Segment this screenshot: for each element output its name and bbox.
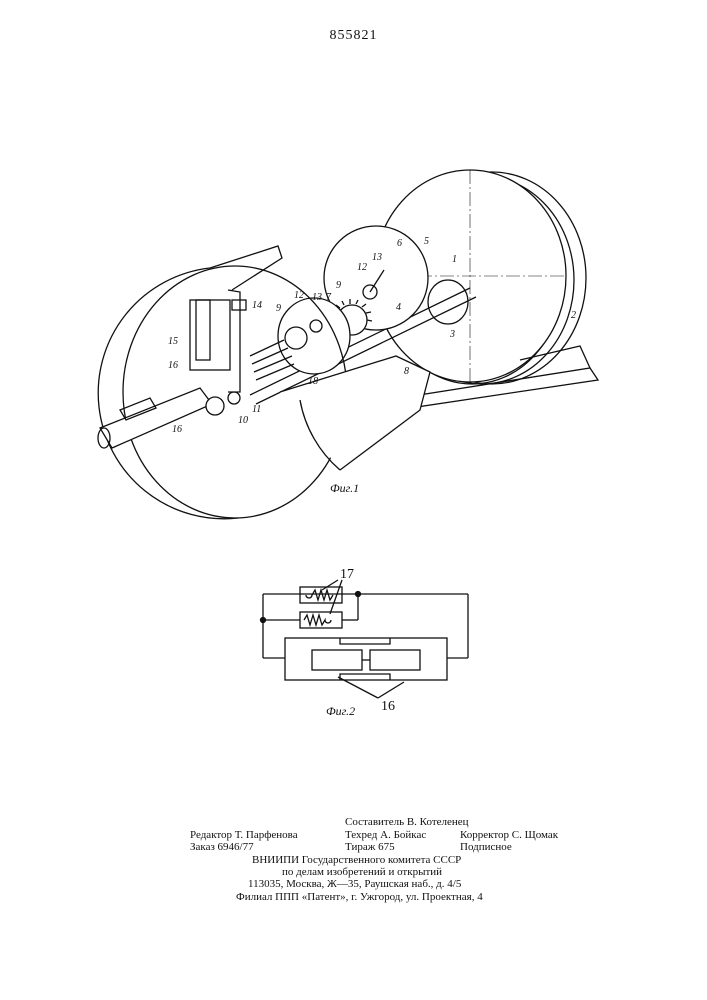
- part-label-11: 11: [252, 404, 261, 415]
- part-label-13b: 13: [372, 252, 382, 263]
- footer-order: Заказ 6946/77: [190, 841, 254, 854]
- hopper-top: [210, 246, 282, 290]
- part-label-16b: 16: [172, 424, 182, 435]
- footer-address: 113035, Москва, Ж—35, Раушская наб., д. …: [248, 878, 461, 891]
- footer-compiler: Составитель В. Котеленец: [345, 816, 469, 829]
- footer-subscription: Подписное: [460, 841, 512, 854]
- part-label-8: 8: [404, 366, 409, 377]
- footer-circulation: Тираж 675: [345, 841, 395, 854]
- part-label-14: 14: [252, 300, 262, 311]
- tool-arm-16: [100, 388, 212, 448]
- figure-2-label-16: 16: [381, 699, 395, 714]
- part-label-13a: 13: [312, 292, 322, 303]
- figure-2-caption: Фиг.2: [326, 704, 355, 718]
- figure-1-drawing: 1 2 3 4 5 6 7 8 9 9 10 11 12 12 13 13 14…: [0, 0, 707, 530]
- part-label-9a: 9: [276, 303, 281, 314]
- part-label-16a: 16: [168, 360, 178, 371]
- part-label-12b: 12: [357, 262, 367, 273]
- part-label-18: 18: [308, 376, 318, 387]
- part-label-10: 10: [238, 415, 248, 426]
- figure-2-circuit: 17 16 Фиг.2: [0, 540, 707, 740]
- part-label-4: 4: [396, 302, 401, 313]
- unit-16-right: [370, 650, 420, 670]
- unit-16-left: [312, 650, 362, 670]
- part-label-2: 2: [571, 310, 576, 321]
- disk-13: [278, 298, 350, 374]
- roller-10: [206, 397, 224, 415]
- footer-branch: Филиал ППП «Патент», г. Ужгород, ул. Про…: [236, 891, 483, 904]
- figure-1-caption: Фиг.1: [330, 481, 359, 495]
- part-label-5: 5: [424, 236, 429, 247]
- part-label-1: 1: [452, 254, 457, 265]
- roller-11: [228, 392, 240, 404]
- part-label-3: 3: [449, 329, 455, 340]
- part-label-15: 15: [168, 336, 178, 347]
- part-label-9b: 9: [336, 280, 341, 291]
- part-label-12a: 12: [294, 290, 304, 301]
- part-label-6: 6: [397, 238, 402, 249]
- figure-2-label-17: 17: [340, 567, 354, 582]
